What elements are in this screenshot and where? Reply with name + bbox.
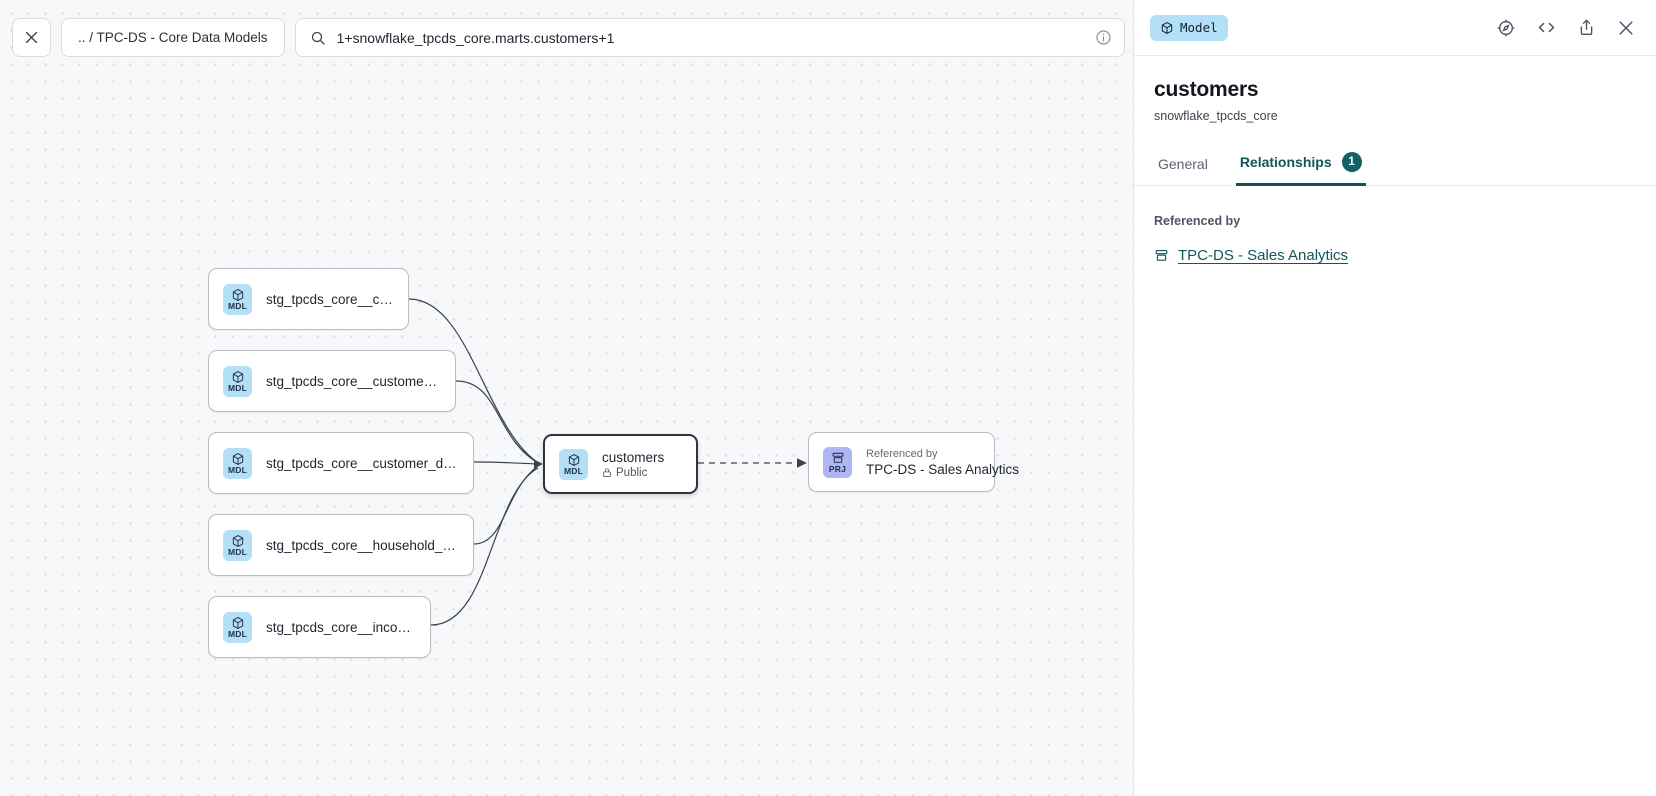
mdl-badge: MDL — [223, 283, 252, 315]
tab-relationships[interactable]: Relationships 1 — [1235, 152, 1366, 186]
page-subtitle: snowflake_tpcds_core — [1154, 109, 1278, 123]
search-input[interactable] — [336, 29, 1084, 46]
breadcrumb-label: .. / TPC-DS - Core Data Models — [78, 30, 268, 45]
mdl-badge: MDL — [223, 447, 252, 479]
edge-arrow-out — [797, 458, 807, 468]
mdl-badge: MDL — [223, 529, 252, 561]
mdl-badge-label: MDL — [227, 547, 247, 557]
node-title: TPC-DS - Sales Analytics — [866, 461, 1020, 477]
details-panel-title-block: customers snowflake_tpcds_core — [1134, 56, 1656, 123]
mdl-badge-label: MDL — [563, 466, 583, 476]
lineage-search[interactable] — [294, 18, 1125, 57]
node-label: stg_tpcds_core__customer_demogra… — [266, 455, 459, 471]
details-panel: Model — [1133, 0, 1656, 796]
cube-icon — [1160, 21, 1174, 35]
mdl-badge: MDL — [559, 448, 588, 480]
entity-type-label: Model — [1180, 20, 1218, 35]
details-tabs: General Relationships 1 — [1134, 152, 1656, 186]
mdl-badge-label: MDL — [227, 629, 247, 639]
relationships-content: Referenced by TPC-DS - Sales Analytics — [1134, 186, 1656, 796]
edge-customer-demographics — [473, 461, 539, 465]
info-circle-icon[interactable] — [1095, 29, 1112, 46]
mdl-badge: MDL — [223, 611, 252, 643]
node-label: stg_tpcds_core__income_band — [266, 619, 416, 635]
cube-icon — [231, 370, 245, 384]
referenced-by-heading: Referenced by — [1154, 214, 1241, 228]
lineage-compass-icon[interactable] — [1496, 18, 1516, 38]
page-title: customers — [1154, 78, 1259, 101]
project-icon — [1154, 248, 1169, 263]
mdl-badge-label: MDL — [227, 383, 247, 393]
panel-action-icons — [1496, 17, 1636, 38]
graph-node-upstream[interactable]: MDL stg_tpcds_core__customer_address — [208, 350, 456, 412]
graph-node-upstream[interactable]: MDL stg_tpcds_core__customer — [208, 268, 409, 330]
search-icon — [310, 30, 326, 46]
cube-icon — [231, 534, 245, 548]
lineage-canvas[interactable]: MDL stg_tpcds_core__customer MDL stg_tpc… — [0, 0, 1133, 796]
edge-arrow-in — [534, 459, 543, 469]
list-item[interactable]: TPC-DS - Sales Analytics — [1154, 247, 1636, 264]
graph-node-upstream[interactable]: MDL stg_tpcds_core__customer_demogra… — [208, 432, 474, 494]
graph-node-upstream[interactable]: MDL stg_tpcds_core__household_demogr… — [208, 514, 474, 576]
close-lineage-button[interactable] — [12, 18, 51, 57]
close-icon[interactable] — [1616, 18, 1636, 38]
lineage-edges — [408, 298, 807, 626]
cube-icon — [567, 453, 581, 467]
graph-node-selected-customers[interactable]: MDL customers Public — [543, 434, 698, 494]
node-title: customers — [602, 449, 665, 465]
breadcrumb[interactable]: .. / TPC-DS - Core Data Models — [61, 18, 285, 57]
mdl-badge-label: MDL — [227, 301, 247, 311]
graph-node-project[interactable]: PRJ Referenced by TPC-DS - Sales Analyti… — [808, 432, 1020, 492]
canvas-toolbar: .. / TPC-DS - Core Data Models — [12, 18, 1133, 57]
node-label: stg_tpcds_core__customer — [266, 291, 394, 307]
tab-relationships-label: Relationships — [1239, 154, 1332, 170]
prj-badge: PRJ — [823, 446, 852, 478]
cube-icon — [231, 288, 245, 302]
prj-badge-label: PRJ — [828, 464, 847, 474]
tab-general-label: General — [1158, 156, 1208, 172]
entity-type-chip: Model — [1150, 14, 1228, 41]
tab-general[interactable]: General — [1154, 156, 1212, 186]
cube-icon — [231, 452, 245, 466]
details-panel-header: Model — [1134, 0, 1656, 56]
graph-node-upstream[interactable]: MDL stg_tpcds_core__income_band — [208, 596, 431, 658]
tab-relationships-count: 1 — [1341, 152, 1362, 172]
share-icon[interactable] — [1577, 18, 1596, 37]
node-label: stg_tpcds_core__customer_address — [266, 373, 441, 389]
node-visibility: Public — [616, 466, 648, 479]
project-icon — [831, 451, 845, 465]
lock-icon — [602, 467, 612, 478]
code-icon[interactable] — [1536, 17, 1557, 38]
mdl-badge: MDL — [223, 365, 252, 397]
node-label: stg_tpcds_core__household_demogr… — [266, 537, 459, 553]
cube-icon — [231, 616, 245, 630]
edge-household-demographics — [473, 465, 539, 545]
referenced-by-link[interactable]: TPC-DS - Sales Analytics — [1178, 247, 1349, 264]
close-icon — [23, 29, 40, 46]
node-caption: Referenced by — [866, 447, 938, 460]
mdl-badge-label: MDL — [227, 465, 247, 475]
